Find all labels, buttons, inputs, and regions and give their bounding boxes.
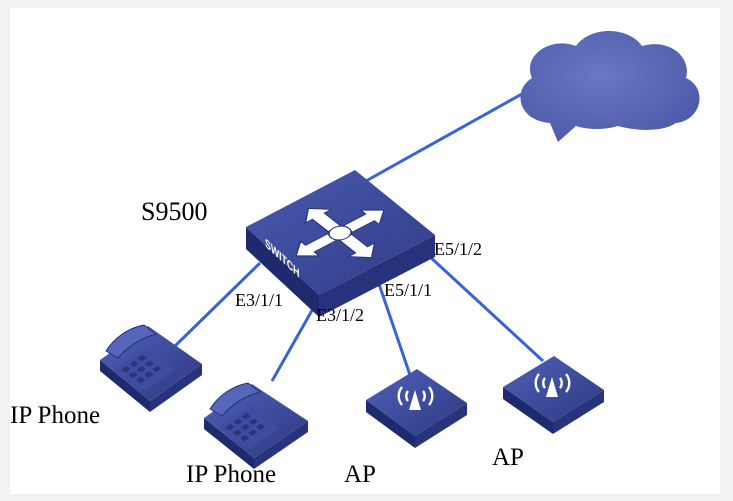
device-label-ip-phone-2: IP Phone xyxy=(186,461,277,488)
ip-phone-icon xyxy=(204,382,308,469)
switch-name-label: S9500 xyxy=(141,197,208,226)
device-label-ap-2: AP xyxy=(492,444,524,471)
access-point-icon xyxy=(503,356,604,434)
access-point-icon xyxy=(366,369,467,448)
link-switch-ap1 xyxy=(377,283,412,376)
link-switch-ap2 xyxy=(426,253,545,363)
device-label-ip-phone-1: IP Phone xyxy=(10,402,101,429)
network-diagram: SWITCH xyxy=(10,8,720,494)
link-switch-phone1 xyxy=(173,261,262,348)
cloud-icon xyxy=(520,31,700,142)
port-label-e3-1-2: E3/1/2 xyxy=(316,305,364,325)
ip-phone-icon xyxy=(100,324,202,412)
port-label-e5-1-2: E5/1/2 xyxy=(434,239,482,259)
switch-icon: SWITCH xyxy=(246,170,435,317)
port-label-e3-1-1: E3/1/1 xyxy=(235,290,283,310)
link-switch-cloud xyxy=(347,83,539,193)
diagram-drawing: SWITCH xyxy=(100,31,700,469)
device-label-ap-1: AP xyxy=(344,461,376,488)
port-label-e5-1-1: E5/1/1 xyxy=(384,280,432,300)
